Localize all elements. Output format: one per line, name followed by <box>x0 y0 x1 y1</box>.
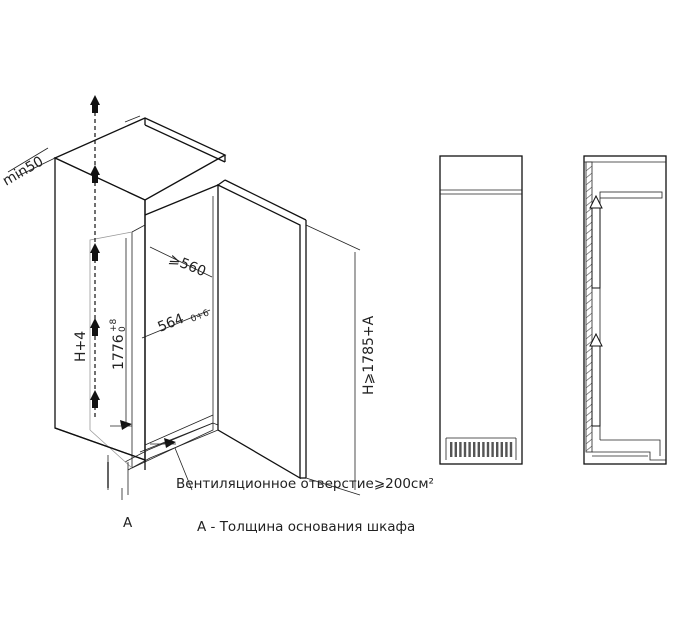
hatch-line <box>585 340 593 347</box>
niche-height-label: H⩾1785+A <box>361 315 377 395</box>
hatch-line <box>585 298 593 305</box>
hatch-line <box>585 270 593 277</box>
hatch-line <box>585 228 593 235</box>
width-564-tolerance: 0+6 <box>189 308 211 324</box>
airflow-arrow-icon <box>589 332 603 427</box>
hatch-line <box>585 333 593 340</box>
hatch-line <box>585 403 593 410</box>
grille-slot <box>496 442 499 457</box>
airflow-arrow-icon <box>164 438 176 448</box>
hatch-line <box>585 445 593 452</box>
hatch-line <box>585 375 593 382</box>
hatch-line <box>585 200 593 207</box>
width-564-label: 564 <box>156 311 187 336</box>
hatch-line <box>585 319 593 326</box>
hatch-line <box>585 277 593 284</box>
hatch-line <box>585 326 593 333</box>
height-side-label: H+4 <box>73 331 89 362</box>
airflow-arrow-icon <box>90 95 100 113</box>
hatch-line <box>585 389 593 396</box>
hatch-line <box>585 347 593 354</box>
hatch-line <box>585 165 593 172</box>
grille-slot <box>505 442 508 457</box>
cabinet-left-side <box>54 156 146 461</box>
back-panel-hatch <box>585 165 593 452</box>
width-560-dim-line <box>149 246 213 278</box>
height-1776-label: 1776 <box>111 334 127 370</box>
hatch-line <box>585 256 593 263</box>
front-view <box>439 155 523 465</box>
hatch-line <box>585 312 593 319</box>
hatch-line <box>585 207 593 214</box>
hatch-line <box>585 424 593 431</box>
airflow-arrow-icon <box>589 194 603 289</box>
grille-slot <box>491 442 494 457</box>
hatch-line <box>585 431 593 438</box>
hatch-line <box>585 179 593 186</box>
side-section-view <box>583 155 667 465</box>
cabinet-3d-view <box>7 95 361 500</box>
airflow-arrow-icon <box>90 243 100 261</box>
hatch-line <box>585 368 593 375</box>
hatch-line <box>585 305 593 312</box>
hatch-line <box>585 284 593 291</box>
hatch-line <box>585 361 593 368</box>
hatch-line <box>585 235 593 242</box>
hatch-line <box>585 186 593 193</box>
airflow-arrow-icon <box>90 390 100 408</box>
grille-slot <box>482 442 485 457</box>
hatch-line <box>585 221 593 228</box>
hatch-line <box>585 396 593 403</box>
grille-slot <box>459 442 462 457</box>
grille-slot <box>468 442 471 457</box>
grille-slot <box>500 442 503 457</box>
cabinet-door <box>217 183 301 480</box>
grille-slot <box>454 442 457 457</box>
hatch-line <box>585 249 593 256</box>
grille-slot <box>509 442 513 457</box>
grille-slot <box>450 442 453 457</box>
airflow-arrow-icon <box>90 318 100 336</box>
airflow-arrow-icon <box>90 165 100 183</box>
grille-slot <box>477 442 480 457</box>
hatch-line <box>585 354 593 361</box>
width-560-label: ⩾560 <box>167 251 209 280</box>
vent-grille <box>450 442 513 457</box>
grille-slot <box>486 442 490 457</box>
height-1776-tol-top: +8 <box>109 318 119 332</box>
back-panel <box>585 161 593 453</box>
hatch-line <box>585 410 593 417</box>
grille-slot <box>473 442 476 457</box>
hatch-line <box>585 382 593 389</box>
hatch-line <box>585 242 593 249</box>
hatch-line <box>585 438 593 445</box>
a-legend: A - Толщина основания шкафа <box>197 519 415 535</box>
hatch-line <box>585 193 593 200</box>
height-1776-tol-bottom: 0 <box>118 326 128 332</box>
hatch-line <box>585 172 593 179</box>
hatch-line <box>585 263 593 270</box>
width-564-dim-line <box>141 309 211 339</box>
a-marker-label: A <box>123 515 133 531</box>
hatch-line <box>585 291 593 298</box>
hatch-line <box>585 417 593 424</box>
min50-label: min50 <box>0 153 46 189</box>
hatch-line <box>585 214 593 221</box>
grille-slot <box>463 442 467 457</box>
vent-label: Вентиляционное отверстие⩾200см² <box>176 476 434 492</box>
